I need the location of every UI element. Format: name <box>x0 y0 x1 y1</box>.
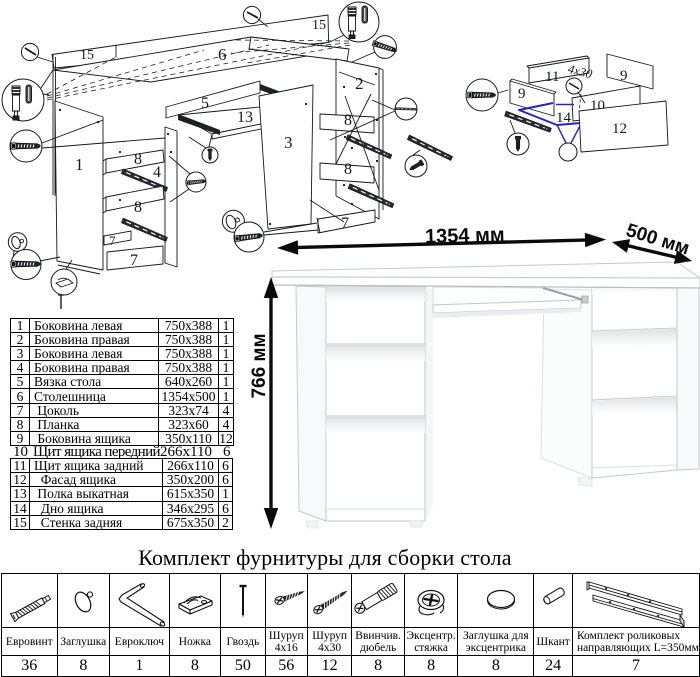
svg-text:15: 15 <box>312 18 326 33</box>
svg-text:7: 7 <box>341 215 349 232</box>
svg-text:766 мм: 766 мм <box>249 333 270 398</box>
svg-text:13: 13 <box>237 109 253 126</box>
svg-text:15: 15 <box>80 48 94 63</box>
svg-text:8: 8 <box>344 161 352 178</box>
svg-text:11: 11 <box>545 69 559 85</box>
svg-text:8: 8 <box>134 199 142 216</box>
svg-text:9: 9 <box>620 68 628 84</box>
svg-text:1354 мм: 1354 мм <box>425 224 505 248</box>
svg-text:6: 6 <box>218 45 227 64</box>
svg-text:4: 4 <box>153 164 161 181</box>
svg-text:5: 5 <box>201 95 209 112</box>
svg-text:8: 8 <box>344 112 352 129</box>
svg-text:2: 2 <box>355 74 364 93</box>
svg-text:1: 1 <box>75 155 84 174</box>
svg-text:9: 9 <box>518 86 526 102</box>
svg-text:8: 8 <box>134 151 142 168</box>
svg-text:14: 14 <box>556 110 572 126</box>
svg-text:7: 7 <box>109 233 116 248</box>
svg-text:4х30: 4х30 <box>567 62 595 82</box>
svg-text:3: 3 <box>284 133 293 152</box>
svg-text:7: 7 <box>130 252 138 269</box>
svg-text:12: 12 <box>612 121 627 137</box>
